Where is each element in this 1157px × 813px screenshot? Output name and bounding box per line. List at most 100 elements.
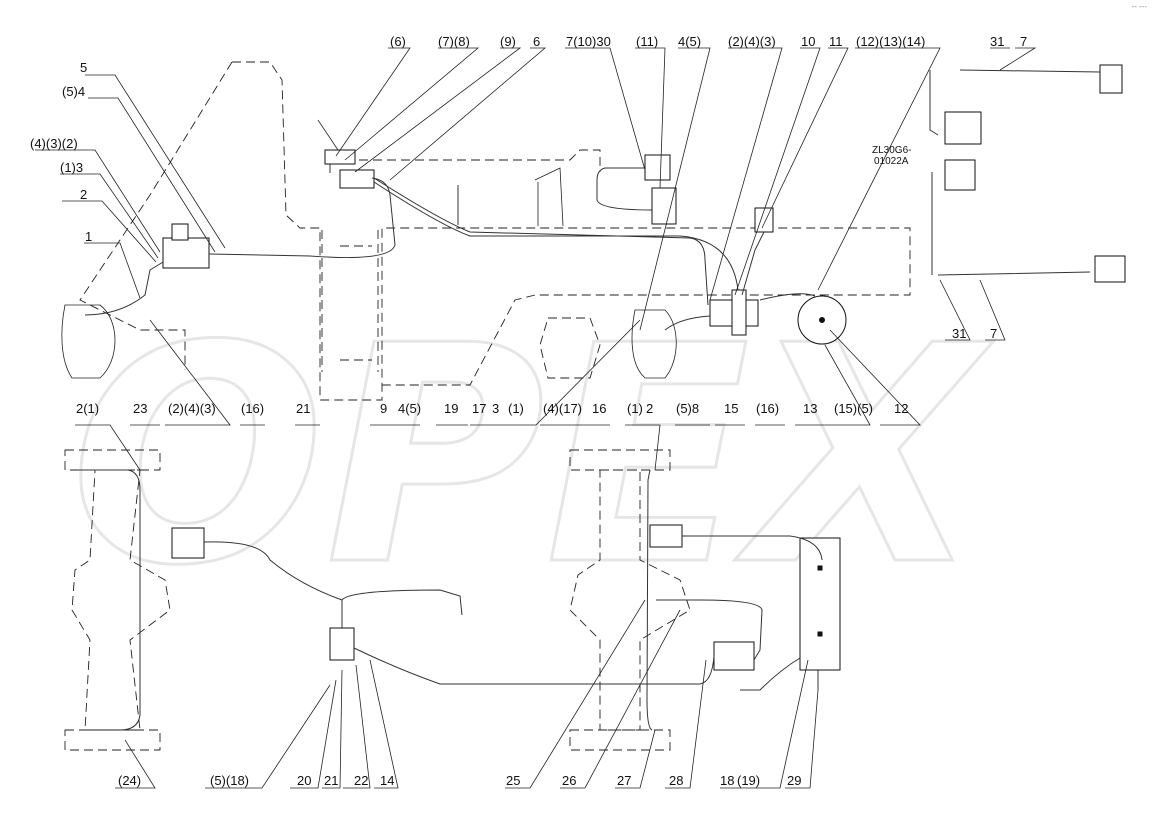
pipe-valve-to-front	[373, 177, 709, 306]
callout-label: 31	[952, 326, 966, 341]
detail-valve-4	[1094, 255, 1126, 283]
main-air-tank	[799, 537, 841, 671]
front-right-hub	[631, 309, 677, 379]
callout-label: 13	[803, 401, 817, 416]
callout-label: (6)	[390, 34, 406, 49]
pipe-front-chamber-to-tank	[682, 535, 823, 561]
callout-label: (24)	[118, 773, 141, 788]
pipe-detail-main	[929, 69, 1101, 276]
callout-label: 9	[380, 401, 387, 416]
callout-label: (16)	[241, 401, 264, 416]
pipe-tank-to-parking	[656, 599, 763, 661]
callout-label: 2(1)	[76, 401, 99, 416]
callout-label: (2)(4)(3)	[728, 34, 776, 49]
pipe-tank-bottom	[740, 657, 801, 691]
callout-label: (5)8	[676, 401, 699, 416]
callout-label: (1)3	[60, 160, 83, 175]
callout-label: 6	[533, 34, 540, 49]
callout-label: (5)(18)	[210, 773, 249, 788]
air-tank-round-center	[819, 317, 825, 323]
pipe-rear-axle-line	[78, 469, 141, 731]
booster-valve	[644, 154, 671, 181]
drawing-code-line-2: 01022A	[874, 156, 909, 167]
pipe-central-to-front	[353, 647, 715, 685]
detail-valve-2	[944, 111, 982, 145]
callout-label: 19	[444, 401, 458, 416]
callout-label: 14	[380, 773, 394, 788]
callout-label: 12	[894, 401, 908, 416]
lower-view	[64, 449, 841, 789]
pipe-dryer-to-tank	[741, 231, 816, 301]
pipe-valve-to-booster	[373, 181, 739, 291]
callout-label: 23	[133, 401, 147, 416]
callout-label: 4(5)	[398, 401, 421, 416]
callout-label: 16	[592, 401, 606, 416]
callout-label: (9)	[500, 34, 516, 49]
callout-label: 21	[296, 401, 310, 416]
callout-label: 5	[80, 60, 87, 75]
detail-valve-3	[944, 159, 976, 191]
pipe-rear-chamber	[203, 541, 343, 628]
detail-valve-1	[1099, 64, 1123, 94]
front-axle-housing	[569, 469, 691, 731]
callout-label: (16)	[756, 401, 779, 416]
callout-label: 7	[990, 326, 997, 341]
pressure-switch	[731, 289, 747, 336]
callout-label: (2)(4)(3)	[168, 401, 216, 416]
brake-pedal-base	[324, 149, 356, 165]
drawing-code-line-1: ZL30G6-	[872, 145, 911, 156]
callout-label: (15)(5)	[834, 401, 873, 416]
pipe-central-up	[341, 589, 463, 628]
callout-label: 28	[669, 773, 683, 788]
callout-label: 7(10)30	[566, 34, 611, 49]
hub-dashed-right	[539, 317, 601, 379]
callout-label: (11)	[636, 34, 658, 49]
callout-label: 22	[354, 773, 368, 788]
pipe-front-hub	[664, 315, 711, 331]
callout-label: (5)4	[62, 84, 85, 99]
rear-frame-outline	[232, 61, 911, 401]
callout-label: 4(5)	[678, 34, 701, 49]
pipe-booster-loop	[596, 167, 653, 211]
callout-label: 7	[1020, 34, 1027, 49]
leaders-upper-left	[35, 74, 226, 299]
central-valve	[329, 627, 355, 661]
callout-label: 10	[801, 34, 815, 49]
tank-drain-2	[817, 631, 823, 637]
rear-axle-housing	[71, 469, 171, 731]
callout-label: 21	[324, 773, 338, 788]
brake-valve-block	[339, 169, 375, 189]
detail-leaders	[939, 47, 1037, 341]
front-brake-chamber	[649, 524, 683, 548]
multi-circuit-valve	[651, 187, 677, 225]
callout-label: 3	[492, 401, 499, 416]
callout-label: (7)(8)	[438, 34, 470, 49]
frame-center-bracket	[321, 230, 379, 372]
front-left-hub	[61, 304, 116, 379]
leaders-lower	[115, 599, 819, 789]
callout-label: (1)	[627, 401, 643, 416]
callout-label: 17	[472, 401, 486, 416]
callout-label: 31	[990, 34, 1004, 49]
callout-label: 11	[829, 34, 843, 49]
pipe-front-axle-line	[646, 469, 653, 731]
callout-label: 29	[787, 773, 801, 788]
callout-label: 1	[85, 229, 92, 244]
leaders-upper-mid	[335, 47, 941, 331]
callout-labels: 5 (5)4 (4)(3)(2) (1)3 2 1 (6) (7)(8) (9)…	[30, 34, 1027, 788]
master-cylinder-cap	[171, 223, 189, 241]
frame-beam-top	[329, 149, 601, 173]
leaders-upper-lower	[75, 319, 921, 471]
callout-label: (1)	[508, 401, 524, 416]
callout-label: (4)(3)(2)	[30, 136, 78, 151]
callout-label: 26	[562, 773, 576, 788]
pipe-master-to-valve	[208, 177, 396, 259]
right-detail-view: ZL30G6- 01022A	[872, 47, 1126, 341]
frame-left-arm	[79, 61, 233, 370]
callout-label: (12)(13)(14)	[856, 34, 925, 49]
callout-label: 27	[617, 773, 631, 788]
callout-label: (19)	[737, 773, 760, 788]
upper-view	[35, 47, 941, 471]
corner-mark: -- ---	[1131, 2, 1147, 11]
